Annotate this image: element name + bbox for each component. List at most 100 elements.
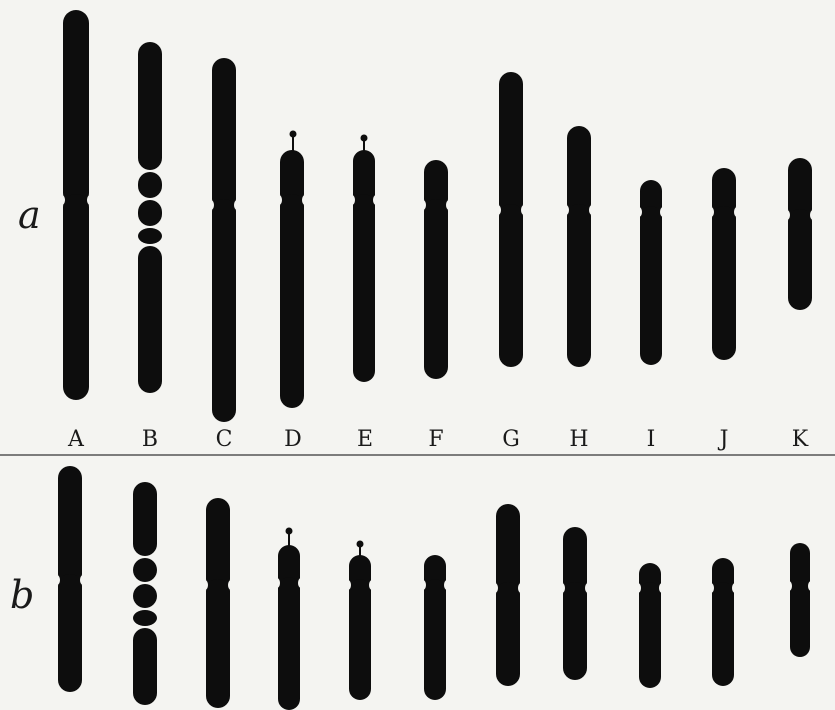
chromosome-arm-upper (499, 72, 523, 216)
chromosome-a-c (208, 58, 240, 422)
chromosome-arm-upper (138, 42, 162, 170)
centromere-notch (732, 583, 738, 593)
chromosome-arm-lower (788, 209, 812, 310)
chromosome-a-i (636, 180, 666, 365)
centromere-notch (660, 207, 666, 217)
centromere-notch (54, 575, 60, 585)
centromere-notch (734, 207, 740, 217)
chromosome-arm-lower (424, 199, 448, 379)
chromosome-letter-d: D (284, 427, 302, 452)
chromosome-arm-lower (640, 206, 662, 365)
centromere-notch (810, 210, 816, 220)
satellite-dot (357, 541, 364, 548)
chromosome-arm-upper (63, 10, 89, 206)
centromere-notch (302, 195, 308, 205)
centromere-notch (420, 580, 426, 590)
centromere-notch (585, 583, 591, 593)
centromere-notch (563, 205, 569, 215)
chromosome-letter-e: E (357, 427, 373, 452)
chromosome-arm-upper (496, 504, 520, 594)
centromere-notch (659, 583, 665, 593)
chromosome-arm-upper (567, 126, 591, 216)
chromosome-b-c (202, 498, 234, 708)
centromere-notch (708, 207, 714, 217)
chromosome-arm-lower (58, 574, 82, 692)
chromosome-b-e (345, 541, 375, 701)
chromosome-arm-lower (63, 194, 89, 400)
chromosome-a-g (495, 72, 527, 367)
centromere-notch (80, 575, 86, 585)
chromosome-bead (133, 584, 157, 608)
chromosome-arm-lower (206, 579, 230, 708)
centromere-notch (298, 578, 304, 588)
chromosome-bead (133, 610, 157, 626)
chromosome-letter-g: G (502, 427, 520, 452)
chromosome-letter-i: I (647, 427, 656, 452)
chromosome-a-a (59, 10, 93, 400)
chromosome-bead (138, 200, 162, 226)
chromosome-arm-lower (496, 582, 520, 686)
centromere-notch (369, 580, 375, 590)
centromere-notch (446, 200, 452, 210)
chromosome-arm-upper (133, 482, 157, 556)
chromosome-b-i (635, 563, 665, 688)
chromosome-b-a (54, 466, 86, 692)
chromosome-arm-lower (567, 204, 591, 367)
row-a: a (18, 10, 816, 422)
centromere-notch (59, 195, 65, 205)
centromere-notch (444, 580, 450, 590)
chromosome-bead (133, 558, 157, 582)
chromosome-arm-upper (58, 466, 82, 586)
chromosome-bead (138, 228, 162, 244)
centromere-notch (349, 195, 355, 205)
chromosome-b-h (559, 527, 591, 680)
chromosome-a-j (708, 168, 740, 360)
centromere-notch (518, 583, 524, 593)
centromere-notch (276, 195, 282, 205)
centromere-notch (208, 200, 214, 210)
chromosome-arm-lower (278, 577, 300, 710)
centromere-notch (636, 207, 642, 217)
centromere-notch (420, 200, 426, 210)
chromosome-letter-j: J (718, 427, 729, 452)
chromosome-a-b (138, 42, 162, 393)
chromosome-letters: A B C D E F G H I J K (67, 427, 809, 452)
centromere-notch (708, 583, 714, 593)
chromosome-arm-lower (712, 582, 734, 686)
satellite-dot (286, 528, 293, 535)
centromere-notch (786, 581, 792, 591)
chromosome-arm-lower (349, 579, 371, 700)
centromere-notch (202, 580, 208, 590)
chromosome-arm-lower (424, 579, 446, 700)
chromosome-arm-lower (563, 582, 587, 680)
centromere-notch (635, 583, 641, 593)
chromosome-arm-lower (280, 194, 304, 408)
chromosome-a-e (349, 135, 379, 383)
centromere-notch (589, 205, 595, 215)
chromosome-b-g (492, 504, 524, 686)
centromere-notch (495, 205, 501, 215)
chromosome-arm-lower (212, 199, 236, 422)
chromosome-a-f (420, 160, 452, 379)
centromere-notch (559, 583, 565, 593)
chromosome-arm-lower (353, 194, 375, 382)
centromere-notch (228, 580, 234, 590)
chromosome-b-k (786, 543, 814, 657)
chromosome-letter-a: A (67, 427, 85, 452)
chromosome-arm-lower (138, 246, 162, 393)
chromosome-arm-lower (639, 582, 661, 688)
centromere-notch (784, 210, 790, 220)
chromosome-arm-lower (790, 580, 810, 657)
centromere-notch (87, 195, 93, 205)
centromere-notch (808, 581, 814, 591)
centromere-notch (373, 195, 379, 205)
satellite-dot (290, 131, 297, 138)
chromosome-letter-c: C (216, 427, 233, 452)
chromosome-arm-lower (712, 206, 736, 360)
satellite-dot (361, 135, 368, 142)
chromosome-a-d (276, 131, 308, 409)
chromosome-b-f (420, 555, 450, 700)
chromosome-b-j (708, 558, 738, 686)
